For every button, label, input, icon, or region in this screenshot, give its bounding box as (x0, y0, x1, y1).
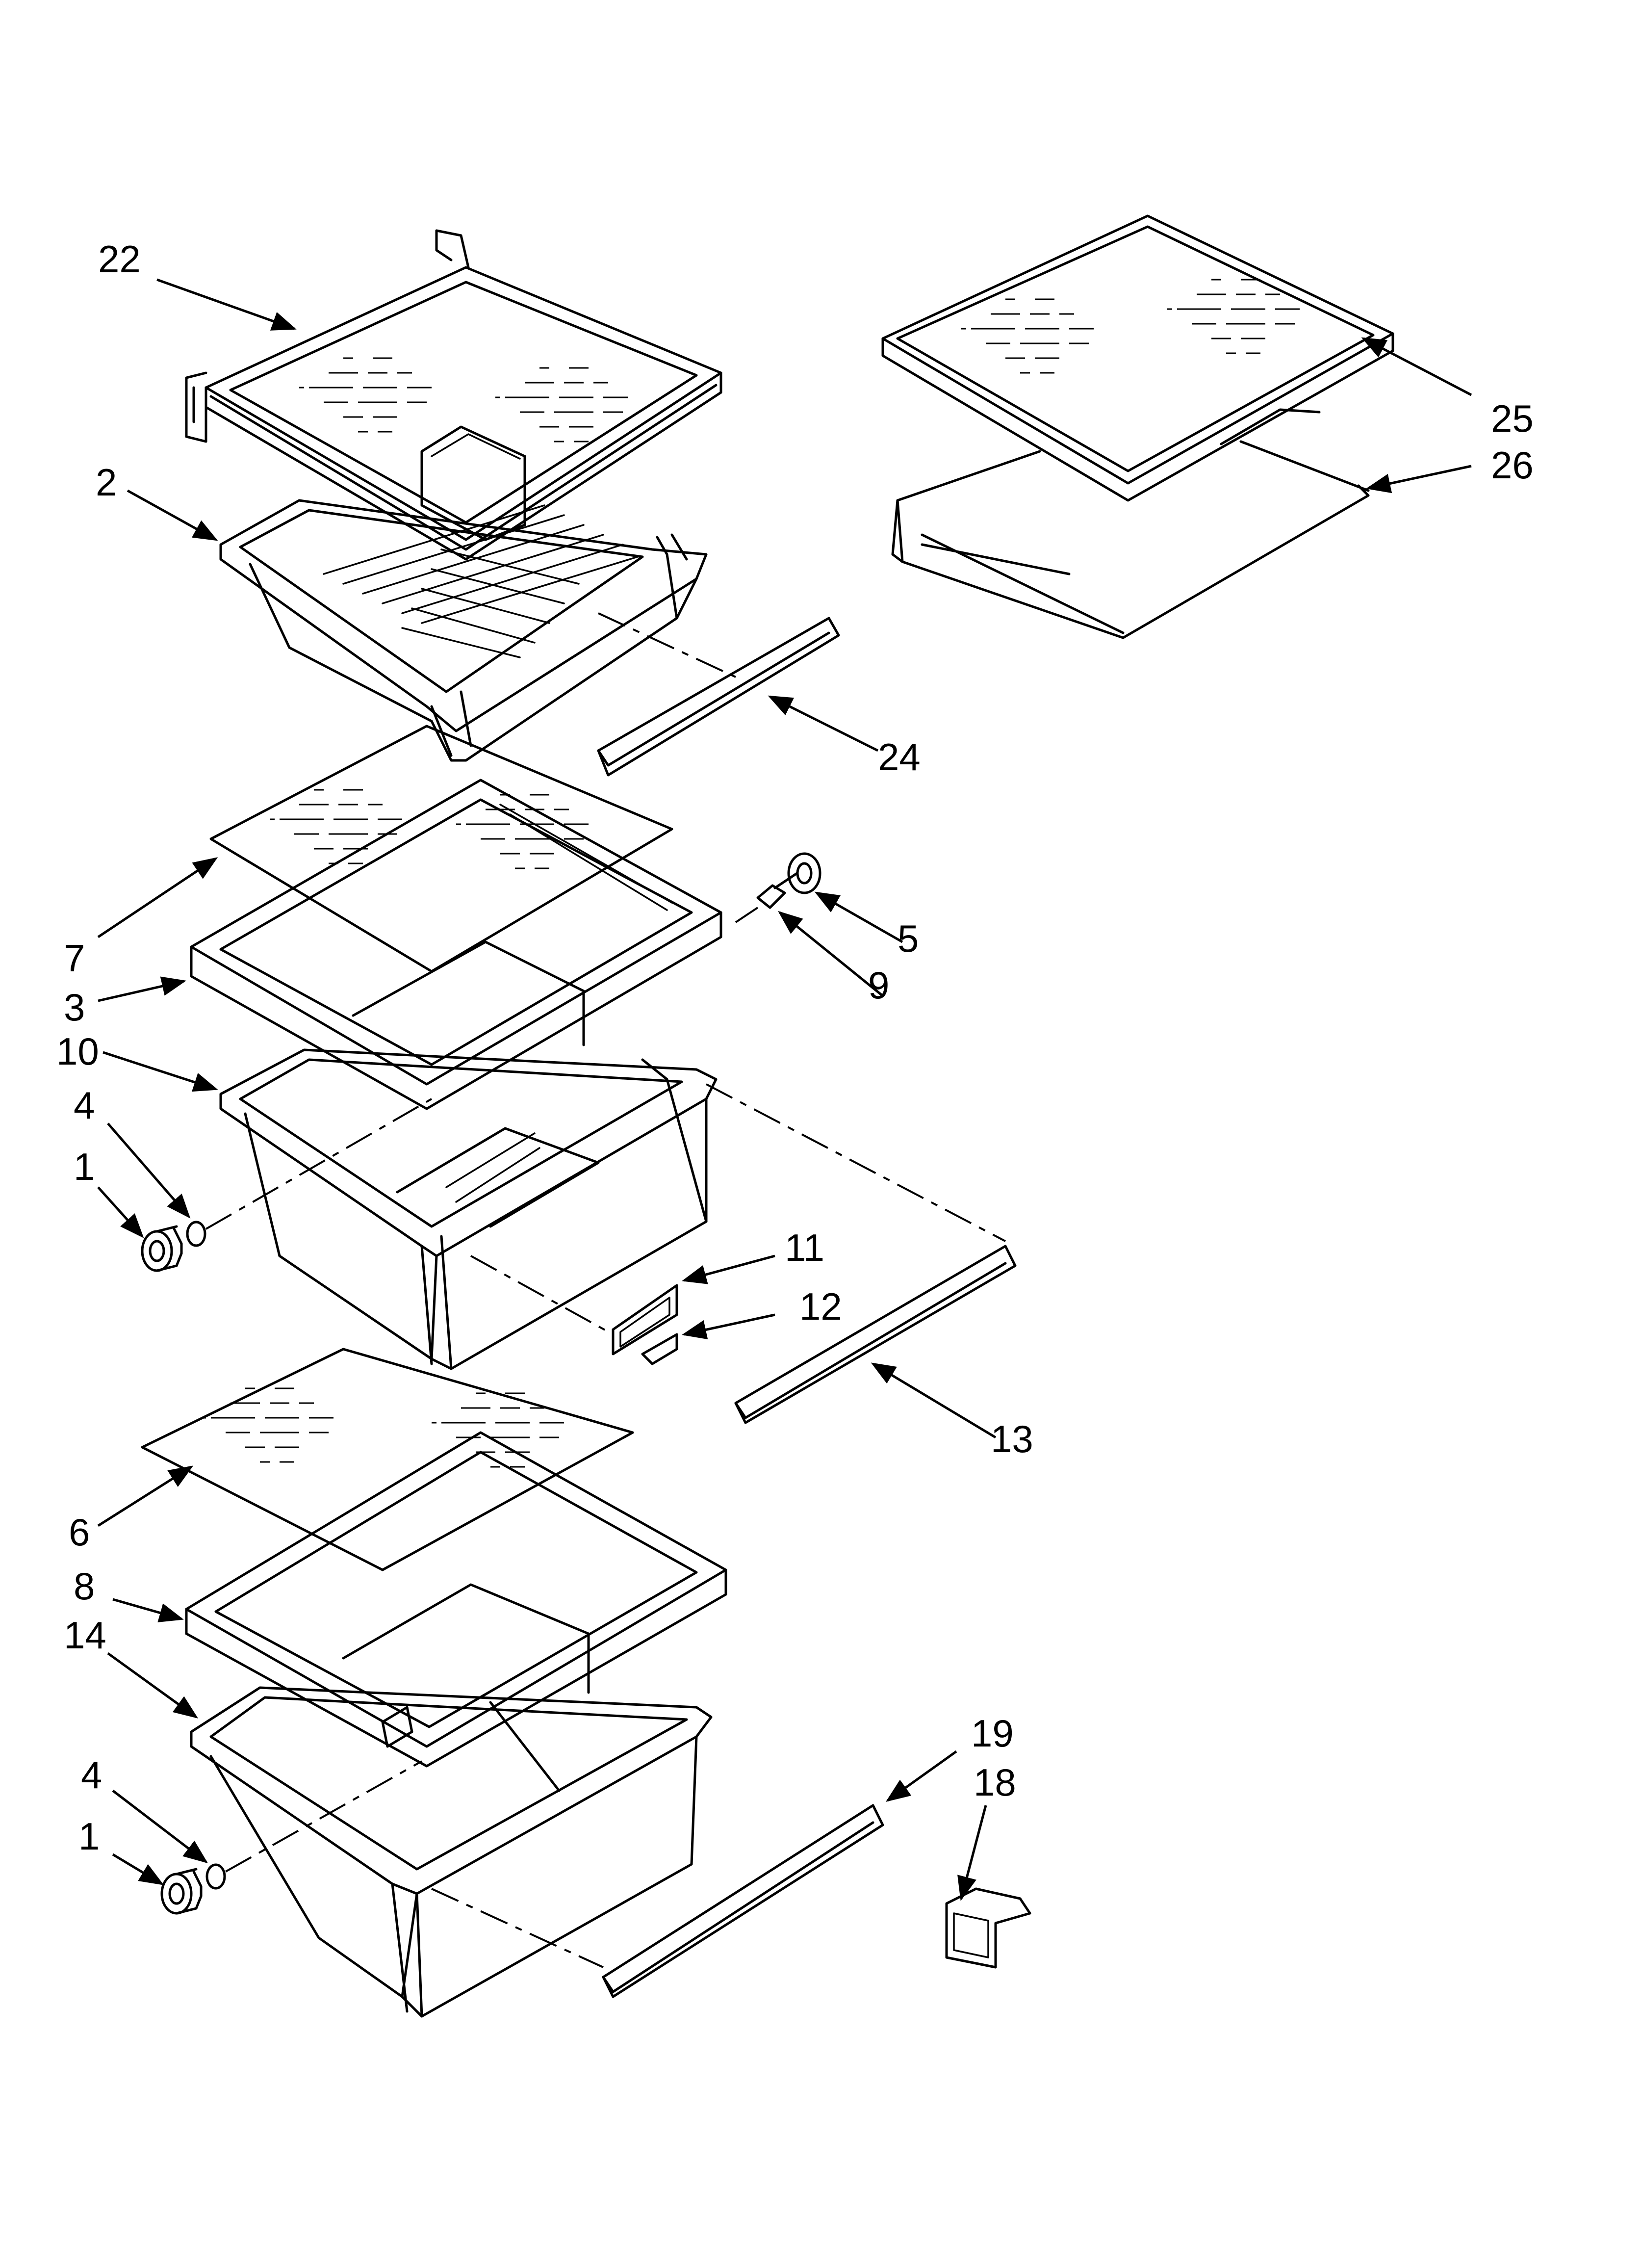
callout-9: 9 (868, 964, 889, 1007)
callout-24: 24 (878, 735, 921, 779)
callout-19: 19 (971, 1712, 1014, 1755)
callout-8: 8 (74, 1564, 95, 1608)
callout-1-lower: 1 (78, 1815, 100, 1858)
part-6-glass-cover (141, 1348, 634, 1571)
callout-7: 7 (64, 937, 85, 980)
part-22-crisper-cover-frame (185, 229, 722, 561)
part-1-roller-lower (160, 1868, 203, 1915)
callout-5: 5 (898, 917, 919, 960)
callout-22: 22 (98, 237, 141, 281)
part-11-latch (612, 1284, 678, 1356)
part-10-crisper-pan (219, 1048, 718, 1370)
callout-12: 12 (799, 1285, 842, 1328)
part-18-clip (945, 1887, 1031, 1969)
callout-1-upper: 1 (74, 1145, 95, 1188)
part-3-cover-frame (190, 779, 722, 1110)
callout-labels: 22 2 25 26 24 7 5 9 3 10 4 1 11 12 13 6 … (56, 237, 1534, 1858)
callout-2: 2 (96, 461, 117, 504)
leader-arrows (97, 278, 1472, 1901)
callout-26: 26 (1491, 443, 1534, 487)
callout-3: 3 (64, 986, 85, 1029)
callout-18: 18 (974, 1761, 1016, 1804)
callout-11: 11 (785, 1226, 824, 1269)
part-9-bolt (756, 884, 786, 909)
part-4-bushing-lower (205, 1863, 226, 1890)
part-2-upper-crisper-pan (219, 499, 708, 762)
part-7-glass-cover (209, 725, 673, 973)
part-25-glass-shelf (881, 214, 1394, 502)
callout-6: 6 (69, 1511, 90, 1554)
callout-13: 13 (991, 1417, 1033, 1460)
callout-10: 10 (56, 1030, 99, 1073)
part-19-crisper-trim (602, 1804, 884, 1998)
part-4-bushing-upper (186, 1221, 206, 1247)
callout-4-lower: 4 (81, 1753, 102, 1797)
part-12-latch-clip (641, 1333, 678, 1365)
assembly-lines (205, 612, 1006, 1968)
part-5-roller (773, 852, 821, 894)
part-8-cover-frame (185, 1431, 727, 1768)
callout-14: 14 (64, 1614, 106, 1657)
part-14-crisper-pan (190, 1686, 713, 2018)
part-1-roller-upper (141, 1225, 183, 1272)
part-26-shelf-frame (891, 440, 1370, 639)
callout-4-upper: 4 (74, 1084, 95, 1127)
part-24-crisper-trim (597, 617, 840, 777)
callout-25: 25 (1491, 397, 1534, 440)
part-13-crisper-trim (734, 1245, 1017, 1424)
